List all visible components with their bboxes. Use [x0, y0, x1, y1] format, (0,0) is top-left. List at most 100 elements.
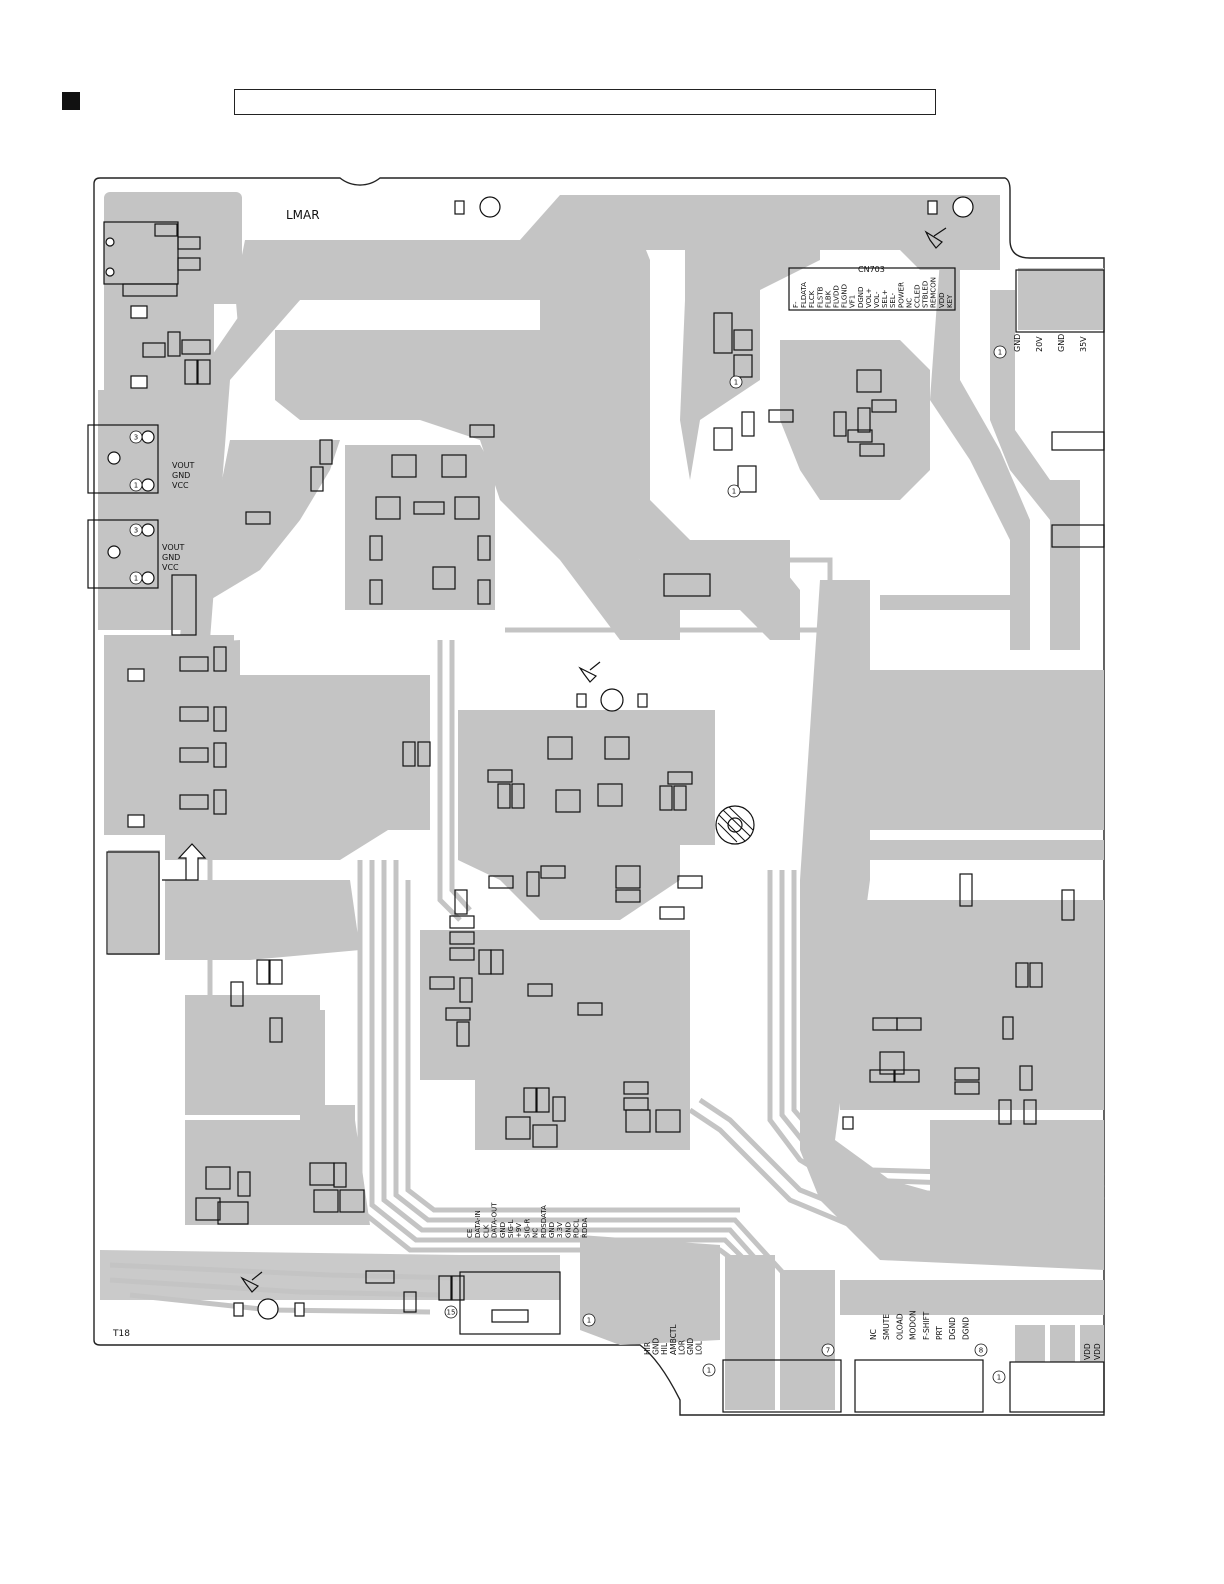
hatched-ring [715, 805, 755, 845]
jack-top-pin-label: VCC [172, 481, 189, 490]
pin-marker-number: 1 [707, 1367, 711, 1375]
cn703-pin-label: FLVDD [833, 285, 841, 308]
cn703-pin-label: FLDATA [800, 282, 808, 308]
cn703-pin-label: FLCK [808, 290, 816, 308]
mounting-holes [105, 196, 974, 1320]
pin-marker-number: 1 [587, 1317, 591, 1325]
copper-layer [98, 192, 1104, 1410]
component-outlines [87, 221, 1105, 1413]
pin-marker-circle [992, 1370, 1006, 1384]
conn7-pin-label: AMBCTL [669, 1324, 678, 1355]
cn703-pin-label: FLBK [824, 290, 832, 308]
cn703-pin-label: POWER [897, 282, 905, 308]
section-marker-square [62, 92, 80, 110]
tuner-pin-label: RDSDATA [540, 1205, 548, 1238]
tuner-pin-label: +9V [515, 1223, 523, 1238]
tuner-pin-label: NC [532, 1228, 540, 1238]
pin-marker-number: 3 [134, 527, 138, 535]
cn703-pin-label: FLSTB [816, 286, 824, 308]
cn703-pin-label: NC [905, 298, 913, 308]
title-box [234, 89, 936, 115]
conn8-pin-label: OLOAD [895, 1313, 904, 1340]
power-pin-label: 20V [1035, 336, 1044, 352]
cn703-pin-label: REMCON [930, 277, 938, 308]
tuner-pin-label: CE [466, 1229, 474, 1238]
pin-marker-circle [129, 523, 143, 537]
jack-bottom-pin-label: GND [162, 553, 180, 562]
cn703-pin-label: SEL+ [881, 289, 889, 308]
mark-label: LMAR [286, 208, 320, 222]
hole-squares [127, 200, 938, 1317]
conn7-pin-label: LOR [677, 1340, 686, 1355]
pin-marker-number: 1 [998, 349, 1002, 357]
pin-marker-circle [129, 430, 143, 444]
conn8-pin-label: MODON [909, 1310, 918, 1340]
pin-marker-number: 15 [447, 1309, 456, 1317]
arrow-shape [162, 843, 207, 881]
pin-marker-circle [702, 1363, 716, 1377]
cn703-pin-label: FLGND [841, 284, 849, 308]
right-pin-label: VDD [1083, 1343, 1092, 1360]
tuner-pin-label: RDDA [581, 1217, 589, 1238]
pin-marker-circle [444, 1305, 458, 1319]
tuner-pin-label: RDCL [573, 1219, 581, 1238]
jack-top-pin-label: VOUT [172, 461, 194, 470]
pin-marker-circle [729, 375, 743, 389]
conn8-pin-label: F-SHIFT [922, 1311, 931, 1340]
conn8-pin-label: PRT [935, 1326, 944, 1340]
conn7-pin-label: HIL [660, 1342, 669, 1355]
conn7-pin-label: HIR [643, 1342, 652, 1355]
pin-marker-circle [993, 345, 1007, 359]
conn7-pin-label: LOL [695, 1340, 704, 1355]
pin-marker-circle [974, 1343, 988, 1357]
pin-marker-number: 1 [732, 488, 736, 496]
conn8-pin-label: NC [869, 1329, 878, 1340]
cn703-pin-label: VDD [938, 292, 946, 308]
tuner-pin-label: GND [548, 1222, 556, 1238]
cn703-pin-label: F- [792, 301, 800, 308]
right-pin-label: VDD [1093, 1343, 1102, 1360]
conn7-pin-label: GND [652, 1338, 661, 1355]
cn703-pin-label: SEL- [889, 292, 897, 308]
pin-marker-number: 1 [734, 379, 738, 387]
pin-marker-number: 1 [997, 1374, 1001, 1382]
cn703-pin-label: VOL- [873, 291, 881, 308]
power-pin-label: GND [1057, 334, 1066, 352]
power-pin-label: GND [1013, 334, 1022, 352]
tuner-pin-label: GND [564, 1222, 572, 1238]
cn703-pin-label: STBLED [922, 281, 930, 308]
pin-marker-number: 3 [134, 434, 138, 442]
tuner-pin-label: SIG-R [523, 1219, 531, 1238]
conn8-pin-label: DGND [948, 1317, 957, 1340]
tuner-pin-label: DATA-IN [474, 1210, 482, 1238]
cn703-pin-label: DGND [857, 287, 865, 308]
tuner-pin-label: CLK [482, 1224, 490, 1238]
pin-marker-circle [727, 484, 741, 498]
pin-marker-number: 7 [826, 1347, 830, 1355]
jack-bottom-pin-label: VOUT [162, 543, 184, 552]
cn703-pin-label: KEY [946, 294, 954, 308]
pin-marker-list: 1 1 1 15 1 7 1 8 1 3 1 3 1 [129, 345, 1007, 1384]
cn703-pin-label: CCLED [914, 285, 922, 309]
conn8-pin-label: DGND [961, 1317, 970, 1340]
tuner-pin-label: GND [499, 1222, 507, 1238]
pin-marker-number: 8 [979, 1347, 983, 1355]
tuner-pin-label: SIG-L [507, 1220, 515, 1238]
cn703-pin-label: VOL+ [865, 288, 873, 308]
pin-marker-circle [129, 571, 143, 585]
pin-marker-number: 1 [134, 482, 138, 490]
tuner-pin-label: DATA-OUT [491, 1202, 499, 1238]
jack-top-pin-label: GND [172, 471, 190, 480]
cn703-label: CN703 [858, 265, 885, 274]
jack-bottom-pin-label: VCC [162, 563, 179, 572]
pin-marker-number: 1 [134, 575, 138, 583]
